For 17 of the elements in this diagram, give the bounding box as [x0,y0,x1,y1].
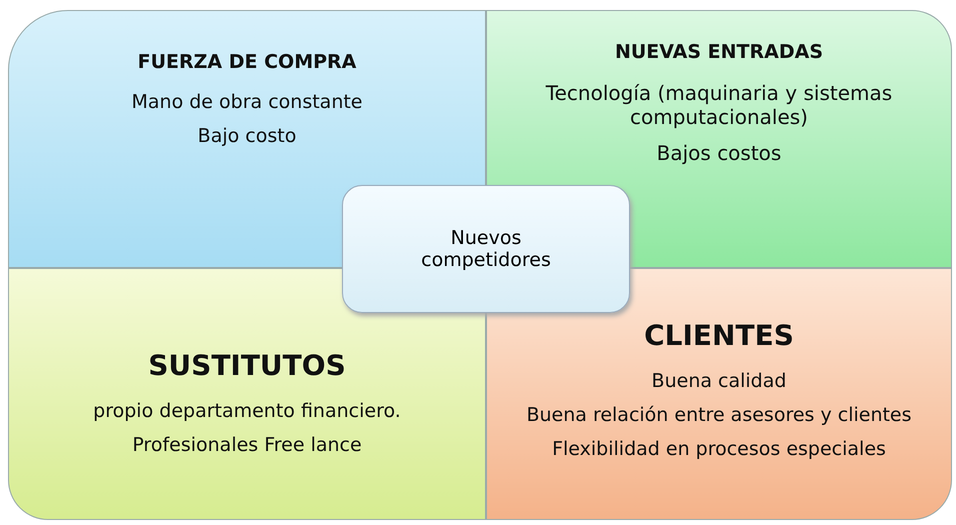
box-label: Nuevos competidores [420,227,552,271]
panel-heading: NUEVAS ENTRADAS [614,41,824,63]
center-box [342,185,630,313]
panel-heading: SUSTITUTOS [148,349,346,382]
body-text: Tecnología (maquinaria y sistemas computacionales) [544,81,894,129]
body-text: Buena calidad [652,370,786,392]
quadrant-panel [8,268,486,520]
body-text: Profesionales Free lance [132,434,362,456]
body-text: Mano de obra constante [132,91,362,113]
quadrant-panel [486,268,952,520]
body-text: Bajo costo [198,125,296,147]
body-text: Buena relación entre asesores y clientes [526,404,912,426]
body-text: propio departamento financiero. [93,400,401,422]
body-text: Bajos costos [656,141,782,165]
body-text: Flexibilidad en procesos especiales [552,438,886,460]
panel-heading: FUERZA DE COMPRA [138,51,356,73]
panel-heading: CLIENTES [644,319,794,352]
